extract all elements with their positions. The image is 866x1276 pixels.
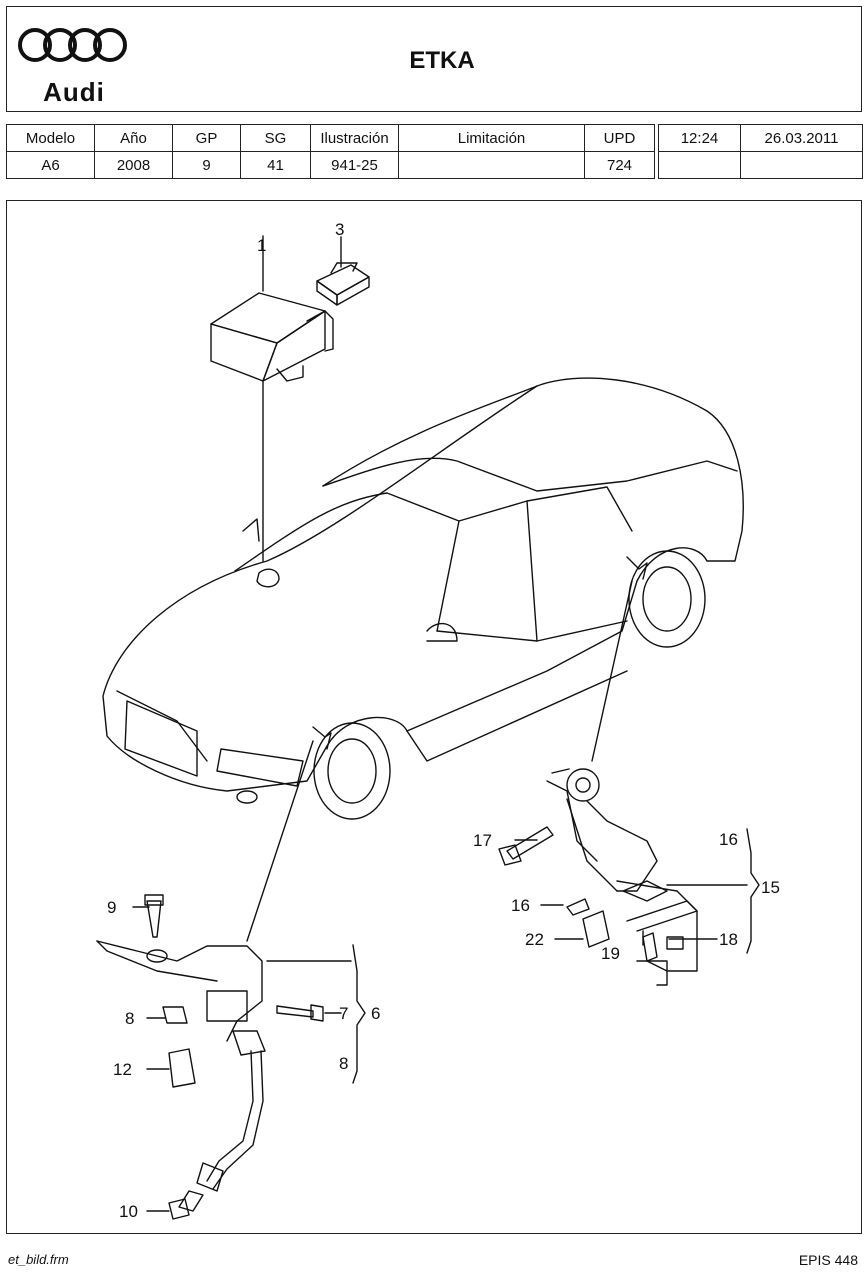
value-upd: 724 [584, 151, 655, 179]
callout-part-18: 18 [719, 930, 738, 949]
empty-cell [658, 151, 741, 179]
callout-part-16-upper: 16 [719, 830, 738, 849]
callout-part-17: 17 [473, 831, 492, 850]
leader-lines [132, 839, 748, 1212]
callout-part-16-lower: 16 [511, 896, 530, 915]
car-drawing [102, 377, 744, 820]
callout-part-19: 19 [601, 944, 620, 963]
value-illustration: 941-25 [310, 151, 399, 179]
label-limitation: Limitación [398, 124, 585, 152]
callout-part-3: 3 [335, 220, 344, 239]
label-gp: GP [172, 124, 241, 152]
connector-drawing [316, 236, 370, 306]
info-value-row: A6 2008 9 41 941-25 724 [6, 151, 863, 179]
empty-cell [740, 151, 863, 179]
label-model: Modelo [6, 124, 95, 152]
vehicle-info-table: Modelo Año GP SG Ilustración Limitación … [6, 124, 863, 179]
illustration-panel: 1 3 17 16 16 15 22 19 18 9 7 6 8 8 12 10 [6, 200, 862, 1234]
callout-part-8-left: 8 [125, 1009, 134, 1028]
callout-part-12: 12 [113, 1060, 132, 1079]
rear-sensor-drawing [498, 580, 698, 986]
time-value: 12:24 [658, 124, 741, 152]
label-upd: UPD [584, 124, 655, 152]
brand-logo: Audi [15, 25, 133, 107]
control-unit-drawing [210, 235, 334, 562]
value-gp: 9 [172, 151, 241, 179]
info-header-row: Modelo Año GP SG Ilustración Limitación … [6, 124, 863, 152]
date-value: 26.03.2011 [740, 124, 863, 152]
audi-rings-icon [18, 28, 127, 62]
callout-part-22: 22 [525, 930, 544, 949]
header-panel: Audi ETKA [6, 6, 862, 112]
callout-part-10: 10 [119, 1202, 138, 1221]
value-sg: 41 [240, 151, 311, 179]
callout-part-8-right: 8 [339, 1054, 348, 1073]
page-title: ETKA [409, 47, 475, 74]
front-sensor-drawing [96, 740, 324, 1220]
label-sg: SG [240, 124, 311, 152]
callout-part-7: 7 [339, 1004, 348, 1023]
callout-part-9: 9 [107, 898, 116, 917]
value-limitation [398, 151, 585, 179]
value-year: 2008 [94, 151, 173, 179]
footer-file-name: et_bild.frm [8, 1252, 69, 1267]
callout-part-6: 6 [371, 1004, 380, 1023]
footer-page-id: EPIS 448 [798, 1252, 858, 1268]
callout-labels: 1 3 17 16 16 15 22 19 18 9 7 6 8 8 12 10 [107, 220, 780, 1221]
brand-wordmark: Audi [43, 77, 105, 107]
value-model: A6 [6, 151, 95, 179]
label-illustration: Ilustración [310, 124, 399, 152]
parts-illustration: 1 3 17 16 16 15 22 19 18 9 7 6 8 8 12 10 [96, 220, 780, 1221]
callout-part-1: 1 [257, 236, 266, 255]
brace-symbols [352, 828, 760, 1084]
callout-part-15: 15 [761, 878, 780, 897]
label-year: Año [94, 124, 173, 152]
